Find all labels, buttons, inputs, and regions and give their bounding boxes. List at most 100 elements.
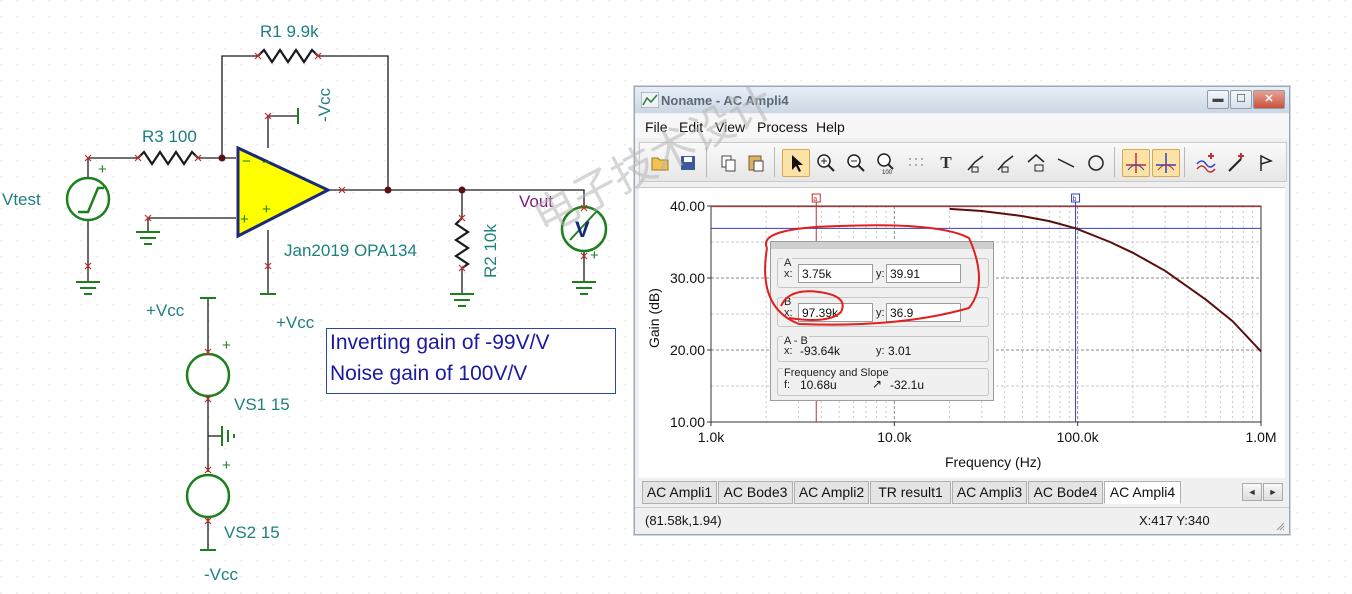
slope-arrow-icon: ↗ [872, 377, 883, 391]
tab-bar: AC Ampli1 AC Bode3 AC Ampli2 TR result1 … [639, 481, 1285, 504]
copy-icon[interactable] [714, 149, 742, 177]
cursor-b-x-field[interactable]: 97.39k [798, 303, 873, 322]
y-tick-label: 10.00 [670, 414, 705, 430]
tab-scroll-left-button[interactable]: ◄ [1242, 483, 1262, 501]
grid-icon[interactable] [902, 149, 930, 177]
x-tick-label: 1.0M [1245, 429, 1276, 445]
marker-icon[interactable] [1022, 149, 1050, 177]
status-xy: X:417 Y:340 [1139, 513, 1210, 528]
probe-icon[interactable] [1222, 149, 1250, 177]
plus-sign: + [222, 457, 231, 474]
pointer-icon[interactable] [782, 149, 810, 177]
close-button[interactable]: ✕ [1253, 90, 1285, 109]
voltmeter-symbol: V [575, 217, 590, 242]
vout-label: Vout [519, 192, 553, 211]
menu-edit[interactable]: Edit [679, 119, 704, 135]
cursor-b-tag: b [1073, 196, 1077, 203]
opamp-supply-neg-sign: − [262, 154, 271, 171]
paste-icon[interactable] [742, 149, 770, 177]
tab-ac-ampli3[interactable]: AC Ampli3 [952, 481, 1027, 504]
cursor-a-group: A x: 3.75k y: 39.91 [777, 257, 989, 288]
junction-node [218, 154, 226, 162]
analysis-window[interactable]: Noname - AC Ampli4 ▬ ☐ ✕ File Edit View … [634, 86, 1290, 535]
title-bar[interactable]: Noname - AC Ampli4 ▬ ☐ ✕ [635, 87, 1289, 113]
pin-markers [84, 52, 588, 525]
menu-file[interactable]: File [645, 119, 668, 135]
cursor-a-icon[interactable] [1122, 149, 1150, 177]
tab-ac-ampli4[interactable]: AC Ampli4 [1104, 481, 1181, 504]
voltage-source-vs2[interactable] [185, 473, 231, 519]
vcc-neg-label: -Vcc [315, 88, 334, 123]
cursor-readout-panel[interactable]: A x: 3.75k y: 39.91 B x: 97.39k y: 36.9 … [770, 241, 994, 401]
tab-ac-bode4[interactable]: AC Bode4 [1028, 481, 1103, 504]
text-icon[interactable]: T [940, 153, 952, 172]
menu-help[interactable]: Help [816, 119, 845, 135]
x-axis-label: Frequency (Hz) [945, 454, 1041, 470]
vtest-label: Vtest [2, 190, 41, 209]
zoom-100-icon[interactable]: 100 [872, 149, 900, 177]
minimize-button[interactable]: ▬ [1207, 90, 1229, 109]
f-label: f: [784, 379, 791, 391]
save-icon[interactable] [674, 149, 702, 177]
tab-tr-result1[interactable]: TR result1 [870, 481, 951, 504]
junction-node [384, 186, 392, 194]
resize-grip-icon[interactable] [1275, 521, 1285, 531]
menu-bar: File Edit View Process Help [635, 114, 1289, 138]
zoom-in-icon[interactable] [812, 149, 840, 177]
x-label: x: [784, 307, 793, 319]
zoom-100-text: 100 [882, 170, 893, 176]
plot-frame [710, 205, 1262, 423]
zoom-out-icon[interactable] [842, 149, 870, 177]
ground-icon [221, 426, 235, 446]
diff-y-value: 3.01 [888, 344, 912, 358]
tab-ac-ampli2[interactable]: AC Ampli2 [794, 481, 869, 504]
opamp-symbol[interactable] [236, 145, 332, 239]
panel-header[interactable] [771, 242, 993, 249]
menu-view[interactable]: View [715, 119, 746, 135]
toolbar: 100 T [639, 142, 1287, 182]
line-icon[interactable] [1052, 149, 1080, 177]
cursor-a-y-field[interactable]: 39.91 [886, 264, 961, 283]
cursor-b-handle [1071, 193, 1081, 203]
add-curve-icon[interactable] [1192, 149, 1220, 177]
tab-ac-bode3[interactable]: AC Bode3 [718, 481, 793, 504]
cursor-b-icon[interactable] [1152, 149, 1180, 177]
x-tick-label: 100.0k [1057, 429, 1100, 445]
cursor-b-y-field[interactable]: 36.9 [886, 303, 961, 322]
resistor-r2 [454, 217, 470, 269]
trace-alt-icon[interactable] [992, 149, 1020, 177]
voltage-source-vtest[interactable] [65, 176, 111, 222]
opamp-inverting-sign: − [242, 153, 251, 170]
plus-sign: + [222, 337, 231, 354]
ground-icon [572, 281, 596, 295]
opamp-noninverting-sign: + [240, 211, 249, 228]
voltmeter-vout[interactable] [560, 205, 608, 253]
annotation-line-1: Inverting gain of -99V/V [330, 331, 550, 354]
cursor-a-tag: a [813, 196, 817, 203]
vs2-label: VS2 15 [224, 523, 280, 542]
voltage-source-vs1[interactable] [185, 352, 231, 398]
plus-sign: + [590, 247, 599, 264]
cursor-a-handle [811, 193, 821, 203]
flag-icon[interactable] [1252, 149, 1280, 177]
y-tick-label: 20.00 [670, 342, 705, 358]
app-icon [641, 92, 659, 108]
trace-icon[interactable] [962, 149, 990, 177]
cursor-a-x-field[interactable]: 3.75k [798, 264, 873, 283]
x-label: x: [784, 268, 793, 280]
circle-icon[interactable] [1082, 149, 1110, 177]
annotation-box[interactable]: Inverting gain of -99V/V Noise gain of 1… [326, 328, 616, 394]
vs1-label: VS1 15 [234, 395, 290, 414]
maximize-button[interactable]: ☐ [1230, 90, 1252, 109]
tab-scroll-right-button[interactable]: ► [1263, 483, 1283, 501]
freq-slope-title: Frequency and Slope [783, 367, 890, 379]
menu-process[interactable]: Process [757, 119, 808, 135]
annotation-line-2: Noise gain of 100V/V [330, 362, 528, 385]
open-folder-icon[interactable] [646, 149, 674, 177]
toolbar-separator [774, 147, 775, 177]
tab-ac-ampli1[interactable]: AC Ampli1 [642, 481, 717, 504]
r3-label: R3 100 [142, 127, 197, 146]
cursor-b-group: B x: 97.39k y: 36.9 [777, 296, 989, 327]
window-title: Noname - AC Ampli4 [661, 93, 789, 108]
